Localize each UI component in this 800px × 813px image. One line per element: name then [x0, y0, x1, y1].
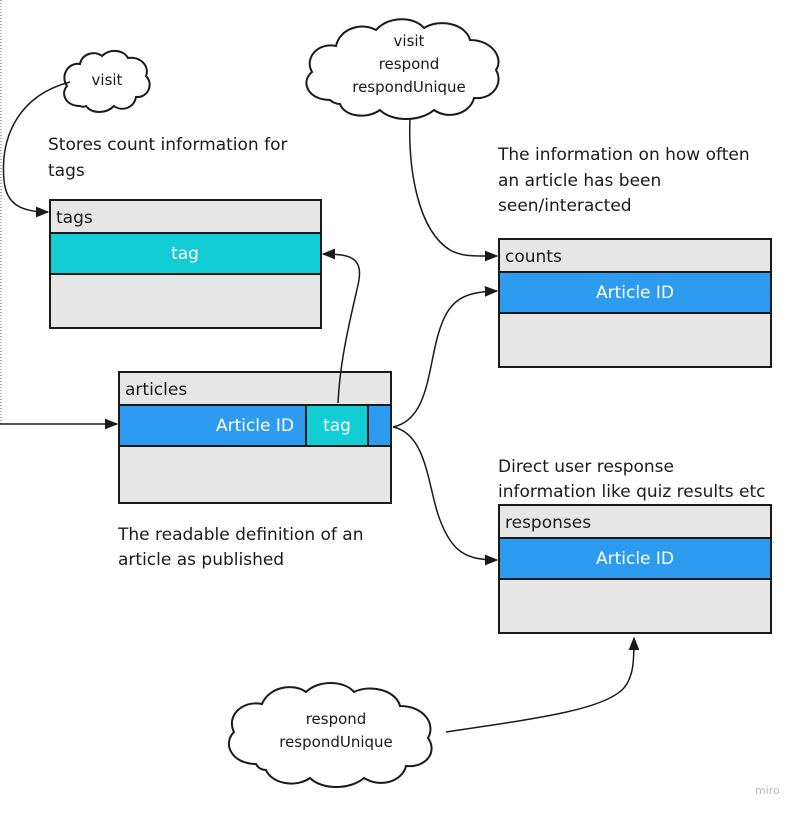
table-title: counts [505, 247, 562, 267]
cloud-responses-events[interactable]: respond respondUnique [228, 682, 433, 788]
field-label: Article ID [596, 549, 674, 569]
note-responses-line-2: information like quiz results etc [498, 482, 766, 502]
table-articles[interactable]: articles Article ID tag [118, 371, 392, 504]
cloud-icon [63, 50, 151, 113]
note-articles-line-1: The readable definition of an [117, 525, 364, 545]
article-id-field-row[interactable] [498, 537, 772, 580]
note-counts-line-2: an article has been [498, 171, 661, 191]
cloud-counts-events[interactable]: visit respond respondUnique [305, 18, 500, 120]
cloud-line: respond [306, 710, 367, 728]
cloud-line: respondUnique [279, 733, 393, 751]
connector-visit-to-tags [2, 81, 71, 218]
cloud-icon [305, 18, 500, 120]
connector-cloud-to-responses [445, 636, 640, 733]
note-counts-line-1: The information on how often [497, 145, 750, 165]
tag-field-cell[interactable] [305, 404, 369, 447]
cloud-tags-events[interactable]: visit [63, 50, 151, 113]
note-counts-line-3: seen/interacted [498, 196, 632, 216]
note-responses-line-1: Direct user response [498, 457, 674, 477]
connector-articles-to-responses [392, 426, 499, 566]
cloud-line: visit [92, 71, 123, 89]
table-counts[interactable]: counts Article ID [498, 238, 772, 368]
table-responses[interactable]: responses Article ID [498, 504, 772, 634]
field-label: Article ID [216, 416, 294, 436]
connector-cloud-to-counts [409, 117, 499, 262]
connector-articles-tag-to-tags [321, 248, 361, 404]
note-tags-line-1: Stores count information for [48, 135, 287, 155]
field-label: tag [171, 244, 199, 264]
watermark: miro [755, 784, 780, 797]
note-tags-line-2: tags [48, 161, 85, 181]
table-tags[interactable]: tags tag [49, 199, 322, 329]
field-label: Article ID [596, 283, 674, 303]
cloud-line: respondUnique [352, 78, 466, 96]
cloud-line: visit [394, 32, 425, 50]
table-title: articles [125, 380, 187, 400]
note-articles-line-2: article as published [118, 550, 284, 570]
cloud-line: respond [379, 55, 440, 73]
table-title: tags [56, 208, 93, 228]
cloud-icon [228, 682, 433, 788]
connector-articles-to-counts [392, 285, 499, 428]
tag-field-row[interactable] [49, 232, 322, 275]
article-id-field-row[interactable] [498, 271, 772, 314]
table-title: responses [505, 513, 591, 533]
tag-field-label: tag [323, 416, 351, 436]
